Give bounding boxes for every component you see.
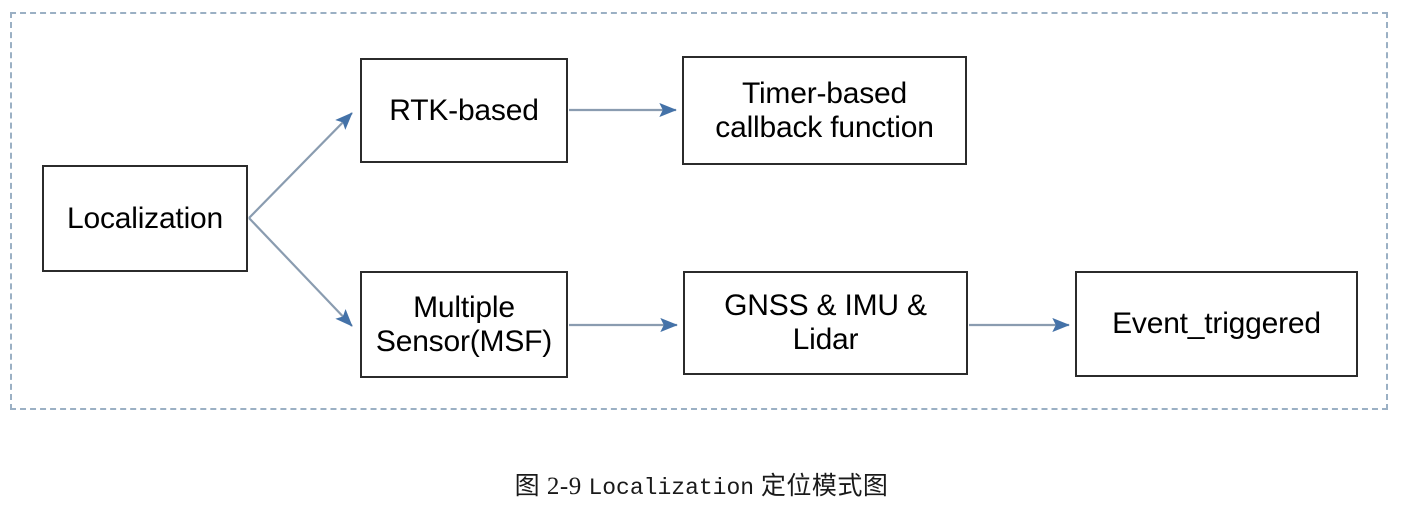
- node-gnss-imu-lidar[interactable]: GNSS & IMU & Lidar: [683, 271, 968, 375]
- node-timer-based-callback-function-label: Timer-based callback function: [715, 76, 934, 144]
- node-event-triggered[interactable]: Event_triggered: [1075, 271, 1358, 377]
- node-rtk-based-label: RTK-based: [389, 93, 539, 127]
- figure-caption-prefix: 图 2-9: [514, 473, 589, 500]
- node-multiple-sensor-msf[interactable]: Multiple Sensor(MSF): [360, 271, 568, 378]
- node-timer-based-callback-function[interactable]: Timer-based callback function: [682, 56, 967, 165]
- node-localization-label: Localization: [66, 201, 224, 235]
- dashed-boundary-region: [10, 12, 1388, 410]
- node-multiple-sensor-msf-label: Multiple Sensor(MSF): [375, 290, 553, 358]
- figure-caption-suffix: 定位模式图: [754, 473, 889, 500]
- figure-caption: 图 2-9 Localization 定位模式图: [0, 466, 1403, 502]
- node-gnss-imu-lidar-label: GNSS & IMU & Lidar: [724, 289, 927, 356]
- node-rtk-based[interactable]: RTK-based: [360, 58, 568, 163]
- node-localization[interactable]: Localization: [42, 165, 248, 272]
- node-event-triggered-label: Event_triggered: [1112, 307, 1321, 341]
- figure-caption-english: Localization: [588, 475, 755, 501]
